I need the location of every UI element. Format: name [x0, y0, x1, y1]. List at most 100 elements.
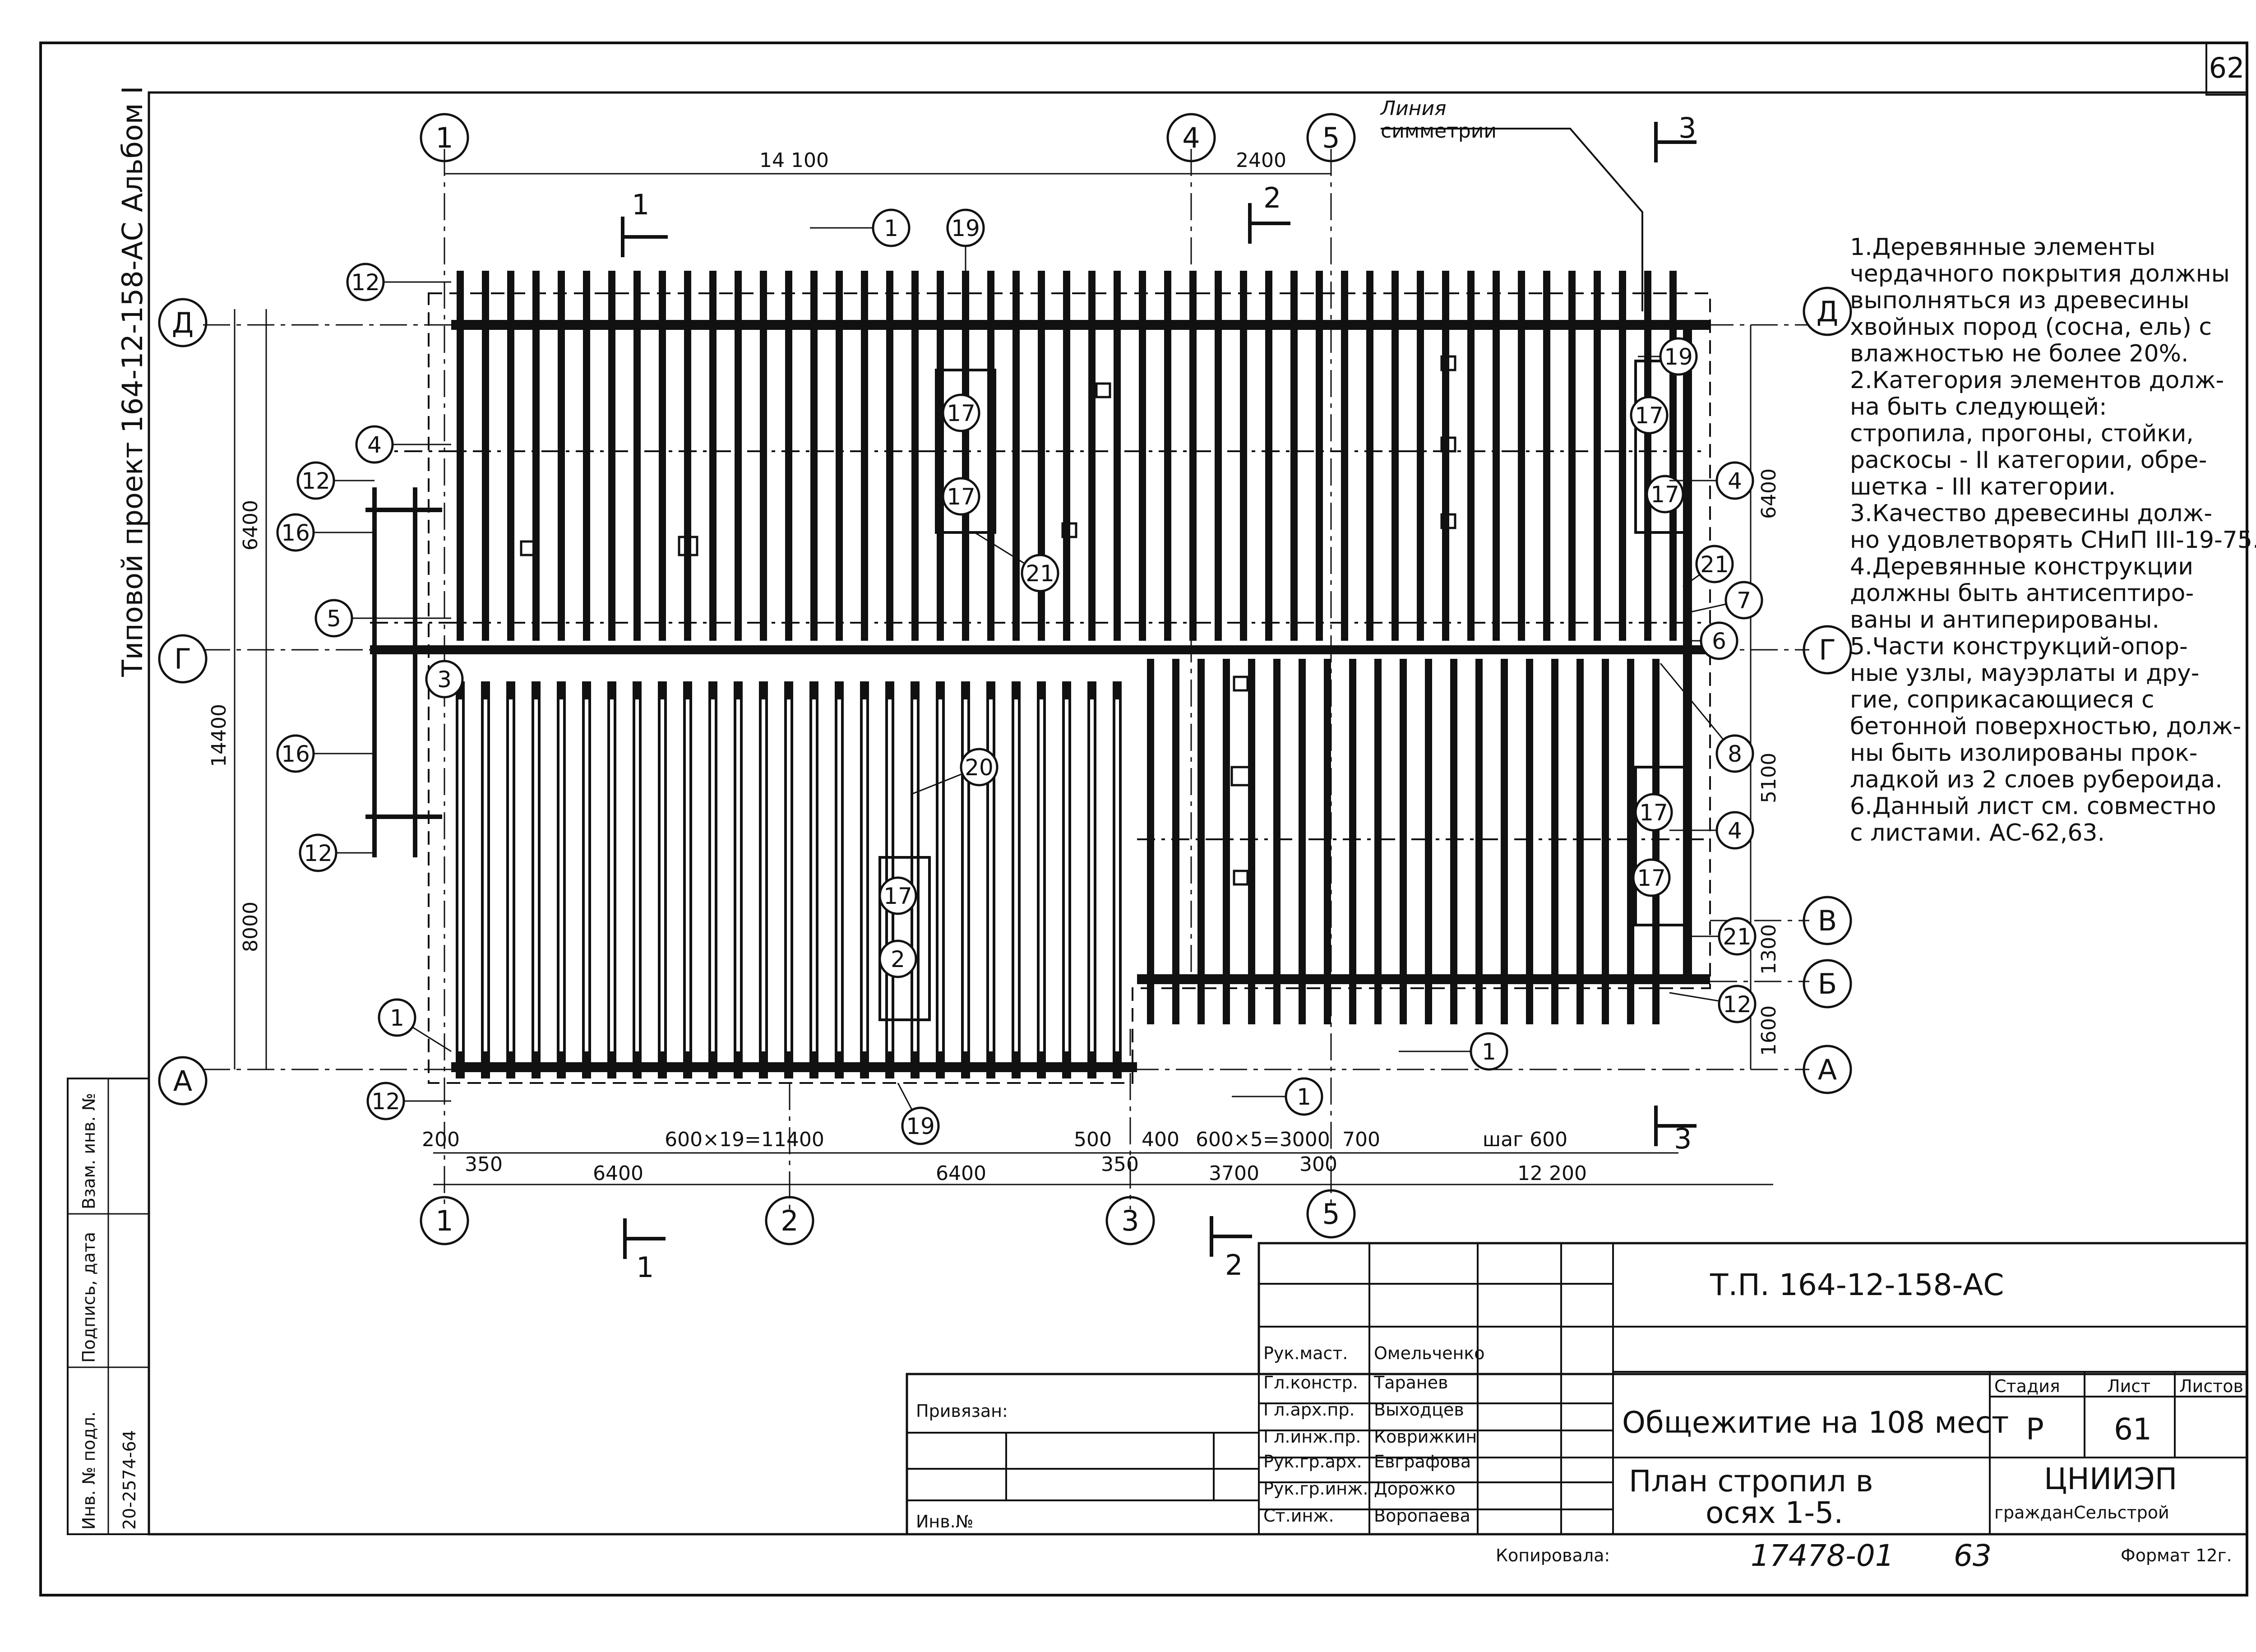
callout-20: 20 — [911, 748, 999, 795]
callout-16: 16 — [276, 513, 374, 552]
callout-17: 17 — [942, 393, 980, 432]
callout-1: 1 — [810, 208, 911, 247]
symmetry-label-2: симметрии — [1381, 120, 1497, 143]
sheet-value: 61 — [2114, 1412, 2152, 1447]
person-name: Выходцев — [1374, 1400, 1464, 1420]
callout-21: 21 — [1683, 545, 1734, 588]
note-line: хвойных пород (сосна, ель) с — [1850, 314, 2212, 341]
note-line: ваны и антиперированы. — [1850, 606, 2159, 634]
dim-left-3: 8000 — [239, 902, 262, 952]
rafters-lower-right — [1147, 659, 1660, 1024]
callout-17: 17 — [1630, 396, 1669, 435]
svg-text:2: 2 — [1263, 181, 1281, 214]
rafter-gap — [484, 699, 487, 1051]
svg-text:1: 1 — [884, 215, 898, 241]
svg-text:А: А — [173, 1064, 192, 1097]
stamp-label-inv: Инв. № подл. — [79, 1411, 99, 1530]
svg-text:Д: Д — [172, 306, 194, 339]
stamp-label-sign: Подпись, дата — [79, 1232, 99, 1363]
section-marker-3-top: 3 — [1654, 111, 1697, 162]
callout-4: 4 — [1669, 811, 1754, 850]
note-line: ны быть изолированы прок- — [1850, 740, 2197, 767]
axis-bubble-bottom-2: 2 — [765, 1196, 814, 1245]
svg-text:2: 2 — [891, 946, 905, 972]
stamp-column: Инв. № подл. Подпись, дата Взам. инв. № … — [67, 1078, 150, 1535]
axis-bubble-right-a: А — [1803, 1045, 1852, 1094]
axis-bubble-bottom-3: 3 — [1105, 1196, 1155, 1245]
svg-text:2: 2 — [781, 1204, 798, 1237]
dim-left-2: 14400 — [208, 704, 231, 767]
dim-left-1: 6400 — [239, 500, 262, 551]
note-line: ладкой из 2 слоев рубероида. — [1850, 766, 2223, 793]
rafter-gap — [787, 699, 791, 1051]
callout-19: 19 — [1638, 337, 1698, 376]
symmetry-label-1: Линия — [1380, 97, 1447, 120]
rafters-lower-left — [456, 681, 1122, 1078]
sheet-title-1: План стропил в — [1629, 1464, 1873, 1499]
svg-text:1: 1 — [632, 188, 649, 221]
note-line: 1.Деревянные элементы — [1850, 234, 2155, 261]
role-label: Рук.маст. — [1263, 1343, 1348, 1363]
axis-bubble-right-d: Д — [1803, 287, 1852, 336]
svg-text:8: 8 — [1728, 741, 1742, 767]
svg-text:1: 1 — [1297, 1084, 1311, 1110]
svg-text:12: 12 — [371, 1088, 400, 1115]
rafter-gap — [458, 699, 462, 1051]
dim-b2-3: 3700 — [1209, 1162, 1259, 1185]
note-line: должны быть антисептиро- — [1850, 580, 2194, 607]
svg-text:5: 5 — [1322, 1198, 1340, 1231]
callout-12: 12 — [296, 461, 374, 500]
svg-text:5: 5 — [1322, 121, 1340, 154]
note-line: но удовлетворять СНиП III-19-75. — [1850, 527, 2256, 554]
dim-b1-2: 600×19=11400 — [665, 1128, 824, 1151]
sheets-label: Листов — [2179, 1376, 2243, 1396]
section-marker-1-bottom: 1 — [623, 1218, 666, 1284]
callout-17: 17 — [1632, 858, 1671, 897]
rafter-gap — [534, 699, 538, 1051]
rafter-gap — [1040, 699, 1043, 1051]
svg-text:Г: Г — [174, 643, 191, 676]
callout-5: 5 — [314, 599, 451, 638]
dim-b2-2: 350 — [1101, 1153, 1139, 1176]
note-line: ные узлы, мауэрлаты и дру- — [1850, 660, 2200, 687]
svg-text:12: 12 — [301, 468, 330, 494]
dim-b2-1: 6400 — [936, 1162, 986, 1185]
side-album-label: Альбом I — [116, 86, 149, 212]
dim-b1-7: шаг 600 — [1483, 1128, 1567, 1151]
axis-bubble-top-1: 1 — [420, 113, 469, 162]
svg-text:4: 4 — [1728, 468, 1742, 494]
dim-right-2: 5100 — [1757, 753, 1780, 803]
dim-b1-1: 350 — [465, 1153, 503, 1176]
note-line: 4.Деревянные конструкции — [1850, 553, 2193, 580]
posts — [878, 360, 1687, 1021]
note-line: стропила, прогоны, стойки, — [1850, 420, 2194, 447]
section-marker-2-bottom: 2 — [1210, 1216, 1252, 1282]
dim-b2-5: 12 200 — [1517, 1162, 1587, 1185]
dim-top-1: 14 100 — [759, 149, 829, 172]
dim-b2-0: 6400 — [593, 1162, 643, 1185]
axis-bubble-top-4: 4 — [1166, 113, 1216, 162]
callout-1: 1 — [1232, 1077, 1323, 1116]
note-line: влажностью не более 20%. — [1850, 340, 2189, 367]
axis-bubble-bottom-1: 1 — [420, 1196, 469, 1245]
svg-text:17: 17 — [1637, 865, 1666, 891]
callout-17: 17 — [878, 876, 917, 915]
axis-bubble-right-v: В — [1803, 896, 1852, 945]
svg-text:16: 16 — [281, 520, 310, 546]
openings — [520, 355, 1456, 886]
note-line: бетонной поверхностью, долж- — [1850, 713, 2241, 740]
note-line: шетка - III категории. — [1850, 473, 2116, 500]
svg-text:12: 12 — [1723, 991, 1752, 1018]
axis-bubble-left-d: Д — [158, 298, 208, 347]
rafter-gap — [1014, 699, 1018, 1051]
page-number-box — [2205, 42, 2248, 96]
svg-text:19: 19 — [906, 1113, 935, 1139]
rafter-gap — [863, 699, 866, 1051]
callout-17: 17 — [1634, 793, 1673, 832]
dim-b1-4: 400 — [1142, 1128, 1179, 1151]
svg-text:1: 1 — [435, 121, 453, 154]
svg-text:3: 3 — [1674, 1122, 1692, 1155]
svg-text:6: 6 — [1712, 628, 1726, 654]
copy-page: 63 — [1954, 1538, 1992, 1573]
